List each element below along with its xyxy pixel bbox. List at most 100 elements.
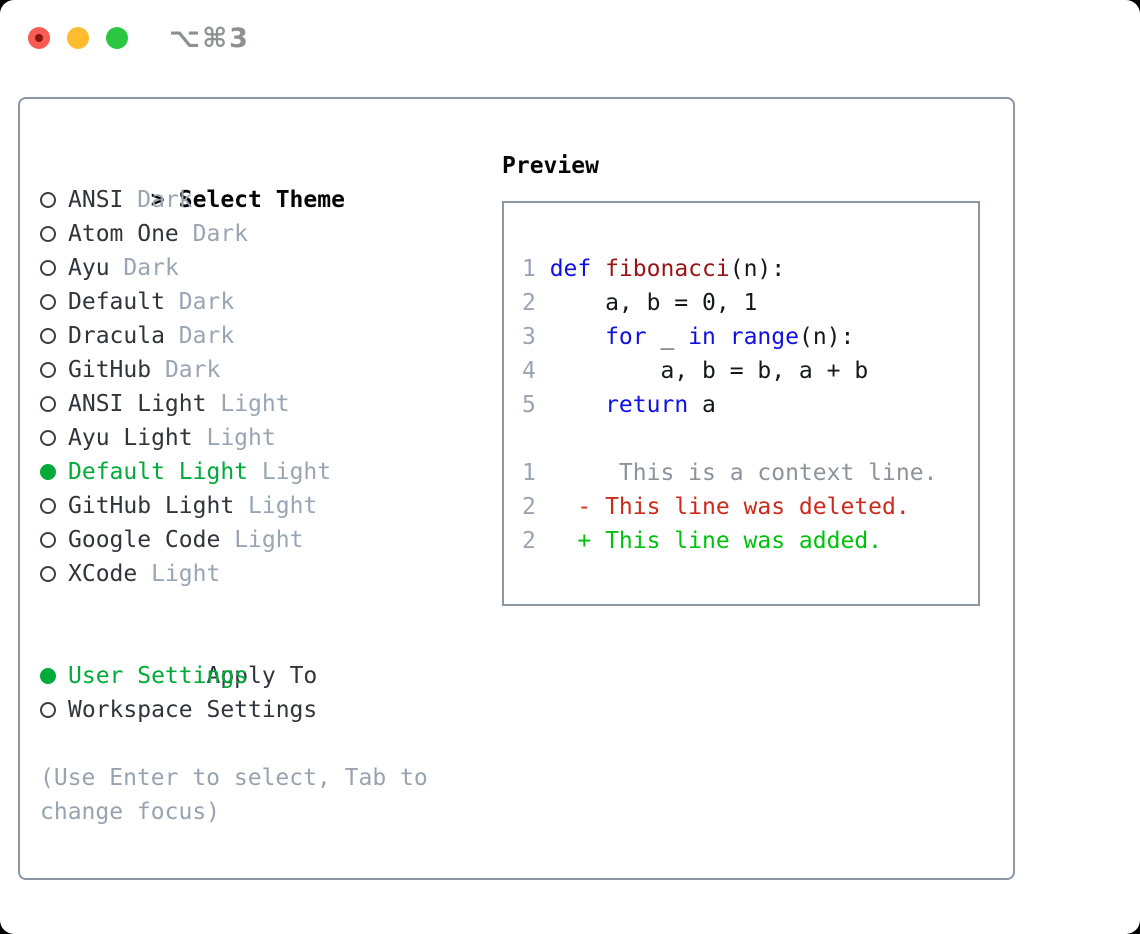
theme-name: Dracula — [68, 323, 165, 349]
code-token: (n): — [729, 256, 786, 282]
theme-variant-tag: Dark — [164, 357, 221, 383]
theme-option[interactable]: GitHub Dark — [40, 353, 502, 387]
code-token: range — [729, 324, 799, 350]
close-button[interactable] — [28, 27, 50, 49]
theme-variant-tag: Light — [261, 459, 332, 485]
code-token: for — [605, 324, 647, 350]
radio-unselected-icon — [40, 693, 68, 727]
theme-option[interactable]: Google Code Light — [40, 523, 502, 557]
theme-name: XCode — [68, 561, 138, 587]
diff-block: 1 This is a context line.2 - This line w… — [522, 456, 978, 558]
diff-text: - This line was deleted. — [549, 494, 910, 520]
theme-name: Default — [68, 289, 165, 315]
code-token: (n): — [798, 324, 855, 350]
diff-line-added: 2 + This line was added. — [522, 524, 978, 558]
radio-selected-icon — [40, 455, 68, 489]
theme-name: Atom One — [68, 221, 179, 247]
code-line: 4 a, b = b, a + b — [522, 354, 978, 388]
select-theme-header: >Select Theme — [40, 149, 502, 213]
radio-unselected-icon — [40, 421, 68, 455]
radio-unselected-icon — [40, 319, 68, 353]
line-number: 2 — [522, 528, 536, 554]
theme-name: Default Light — [68, 459, 249, 485]
theme-name: ANSI — [68, 187, 124, 213]
theme-variant-tag: Dark — [178, 289, 235, 315]
theme-variant-tag: Light — [151, 561, 221, 587]
code-token: fibonacci — [605, 256, 730, 282]
code-token: def — [549, 256, 592, 282]
radio-unselected-icon — [40, 353, 68, 387]
help-text: (Use Enter to select, Tab to change focu… — [40, 765, 428, 825]
line-number: 1 — [522, 460, 536, 486]
radio-selected-icon — [40, 659, 68, 693]
radio-unselected-icon — [40, 557, 68, 591]
theme-variant-tag: Light — [234, 527, 304, 553]
code-line: 2 a, b = 0, 1 — [522, 286, 978, 320]
theme-name: GitHub Light — [68, 493, 235, 519]
apply-option[interactable]: Workspace Settings — [40, 693, 502, 727]
theme-option[interactable]: Ayu Dark — [40, 251, 502, 285]
radio-unselected-icon — [40, 285, 68, 319]
theme-name: GitHub — [68, 357, 152, 383]
radio-unselected-icon — [40, 251, 68, 285]
apply-to-header: Apply To — [40, 625, 502, 689]
theme-option[interactable]: Atom One Dark — [40, 217, 502, 251]
code-line: 1 def fibonacci(n): — [522, 252, 978, 286]
code-token: a, b = b, a + b — [549, 358, 869, 384]
theme-variant-tag: Light — [206, 425, 276, 451]
theme-name: Ayu Light — [68, 425, 193, 451]
theme-name: Google Code — [68, 527, 221, 553]
theme-variant-tag: Dark — [178, 323, 235, 349]
line-number: 1 — [522, 256, 536, 282]
radio-unselected-icon — [40, 387, 68, 421]
theme-option[interactable]: Default Dark — [40, 285, 502, 319]
code-token: _ — [646, 324, 689, 350]
apply-to-title: Apply To — [206, 663, 318, 689]
zoom-button[interactable] — [106, 27, 128, 49]
select-theme-title: Select Theme — [178, 187, 345, 213]
diff-line-deleted: 2 - This line was deleted. — [522, 490, 978, 524]
apply-option-label: User Settings — [68, 663, 249, 689]
theme-option[interactable]: XCode Light — [40, 557, 502, 591]
apply-option[interactable]: User Settings — [40, 659, 502, 693]
theme-variant-tag: Light — [220, 391, 290, 417]
theme-option[interactable]: Ayu Light Light — [40, 421, 502, 455]
line-number: 2 — [522, 494, 536, 520]
line-number: 3 — [522, 324, 536, 350]
code-token: in — [688, 324, 716, 350]
theme-option[interactable]: ANSI Light Light — [40, 387, 502, 421]
diff-line-context: 1 This is a context line. — [522, 456, 978, 490]
radio-unselected-icon — [40, 489, 68, 523]
radio-unselected-icon — [40, 523, 68, 557]
code-token — [591, 256, 605, 282]
diff-text: This is a context line. — [549, 460, 938, 486]
code-token: return — [605, 392, 689, 418]
preview-title: Preview — [502, 153, 599, 179]
code-token — [716, 324, 730, 350]
code-token: a, b = 0, 1 — [549, 290, 758, 316]
code-line: 5 return a — [522, 388, 978, 422]
theme-option[interactable]: GitHub Light Light — [40, 489, 502, 523]
window-shortcut-label: ⌥⌘3 — [169, 22, 250, 54]
theme-option[interactable]: ANSI Dark — [40, 183, 502, 217]
code-token — [550, 324, 605, 350]
code-diff-spacer — [522, 422, 978, 456]
code-line: 3 for _ in range(n): — [522, 320, 978, 354]
line-number: 5 — [522, 392, 536, 418]
theme-variant-tag: Dark — [137, 187, 193, 213]
code-token — [550, 392, 605, 418]
minimize-button[interactable] — [67, 27, 89, 49]
theme-variant-tag: Dark — [123, 255, 179, 281]
radio-unselected-icon — [40, 217, 68, 251]
diff-text: + This line was added. — [549, 528, 883, 554]
titlebar: ⌥⌘3 — [28, 23, 250, 54]
theme-option[interactable]: Dracula Dark — [40, 319, 502, 353]
theme-option[interactable]: Default Light Light — [40, 455, 502, 489]
line-number: 4 — [522, 358, 536, 384]
